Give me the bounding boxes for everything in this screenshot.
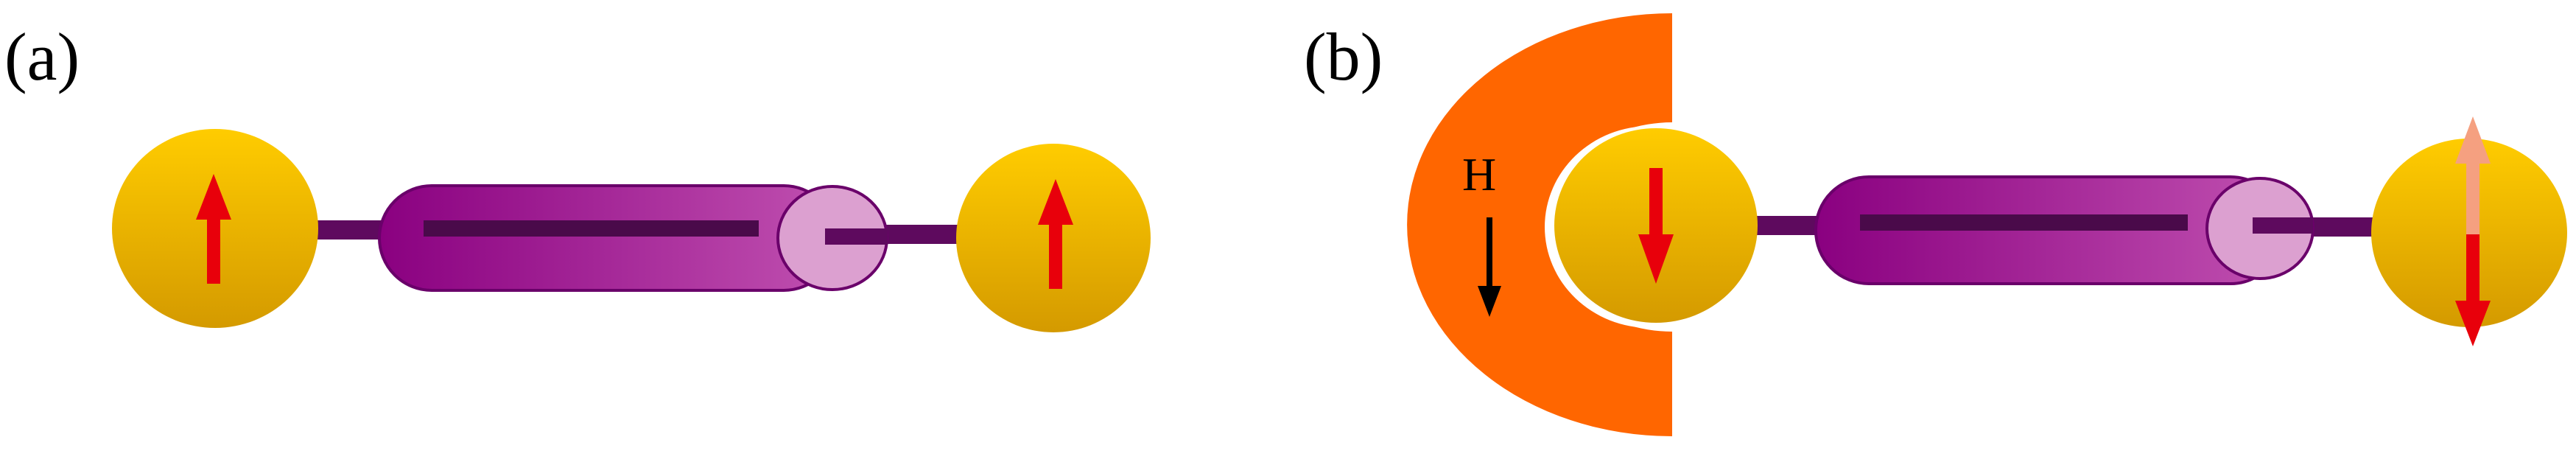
sphere-left (1545, 126, 1758, 328)
sphere-right (956, 144, 1151, 332)
spin-arrow-icon (1638, 168, 1674, 284)
field-label: H (1462, 148, 1496, 200)
sphere-left (112, 129, 318, 328)
sphere-right (2371, 116, 2567, 346)
panel-b: (b) H (1304, 13, 2567, 436)
nanotube-icon (378, 184, 888, 292)
field-arrow-icon (1478, 217, 1501, 317)
spin-arrow-icon (196, 174, 231, 284)
spin-arrow-down-icon (2455, 234, 2491, 346)
panel-label: (a) (4, 19, 80, 94)
spin-arrow-up-faded-icon (2455, 116, 2491, 234)
panel-a: (a) (4, 19, 1151, 332)
spin-arrow-icon (1038, 179, 1073, 289)
panel-label: (b) (1304, 19, 1383, 94)
nanotube-icon (1814, 175, 2314, 285)
magnet-icon (1407, 13, 1672, 436)
